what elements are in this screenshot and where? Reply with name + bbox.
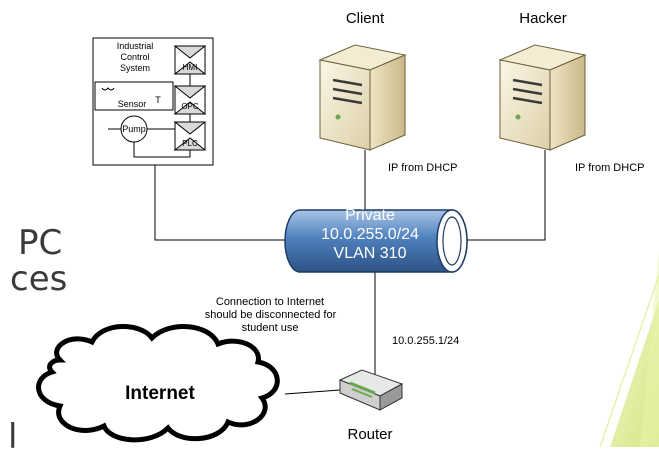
sensor-label: Sensor [117, 99, 147, 109]
internet-cloud-icon [36, 324, 280, 443]
plc-label: PLC [182, 139, 198, 148]
network-vlan: VLAN 310 [333, 245, 407, 262]
sensor-coil-icon [101, 87, 115, 91]
plc-block [173, 121, 207, 151]
hmi-block [173, 45, 207, 75]
hmi-label: HMI [182, 63, 198, 72]
internet-note-line1: Connection to Internet [215, 296, 325, 308]
ics-link [154, 165, 300, 241]
background-text-line3: l [8, 417, 18, 457]
ics-title-line3: System [119, 63, 150, 73]
router-label: Router [347, 426, 393, 443]
accent-shape [599, 250, 659, 447]
network-subnet: 10.0.255.0/24 [321, 226, 419, 243]
client-ip-note: IP from DHCP [388, 162, 458, 174]
sensor-t-label: T [155, 95, 161, 105]
router-icon [338, 369, 404, 411]
hacker-link [462, 150, 546, 241]
router-ip: 10.0.255.1/24 [392, 335, 460, 347]
internet-link [284, 389, 341, 395]
internet-note-line3: student use [241, 322, 299, 334]
network-name: Private [345, 207, 395, 224]
client-server-icon [318, 44, 407, 151]
opc-label: OPC [181, 102, 199, 111]
ics-panel [92, 37, 214, 166]
hacker-server-icon [498, 44, 587, 151]
sensor-box [94, 81, 174, 111]
connection-lines [154, 150, 546, 395]
hacker-ip-note: IP from DHCP [575, 162, 645, 174]
ics-title-line2: Control [120, 52, 150, 62]
hacker-label: Hacker [519, 10, 567, 27]
background-text-line2: ces [10, 259, 68, 299]
internet-note-line2: should be disconnected for [204, 309, 337, 321]
ics-title-line1: Industrial [116, 41, 154, 51]
network-diagram [36, 37, 659, 447]
background-text-line1: PC [18, 223, 63, 263]
pump-label: Pump [122, 124, 146, 134]
private-network-pipe [284, 209, 468, 273]
client-label: Client [345, 10, 385, 27]
internet-label: Internet [125, 383, 195, 404]
